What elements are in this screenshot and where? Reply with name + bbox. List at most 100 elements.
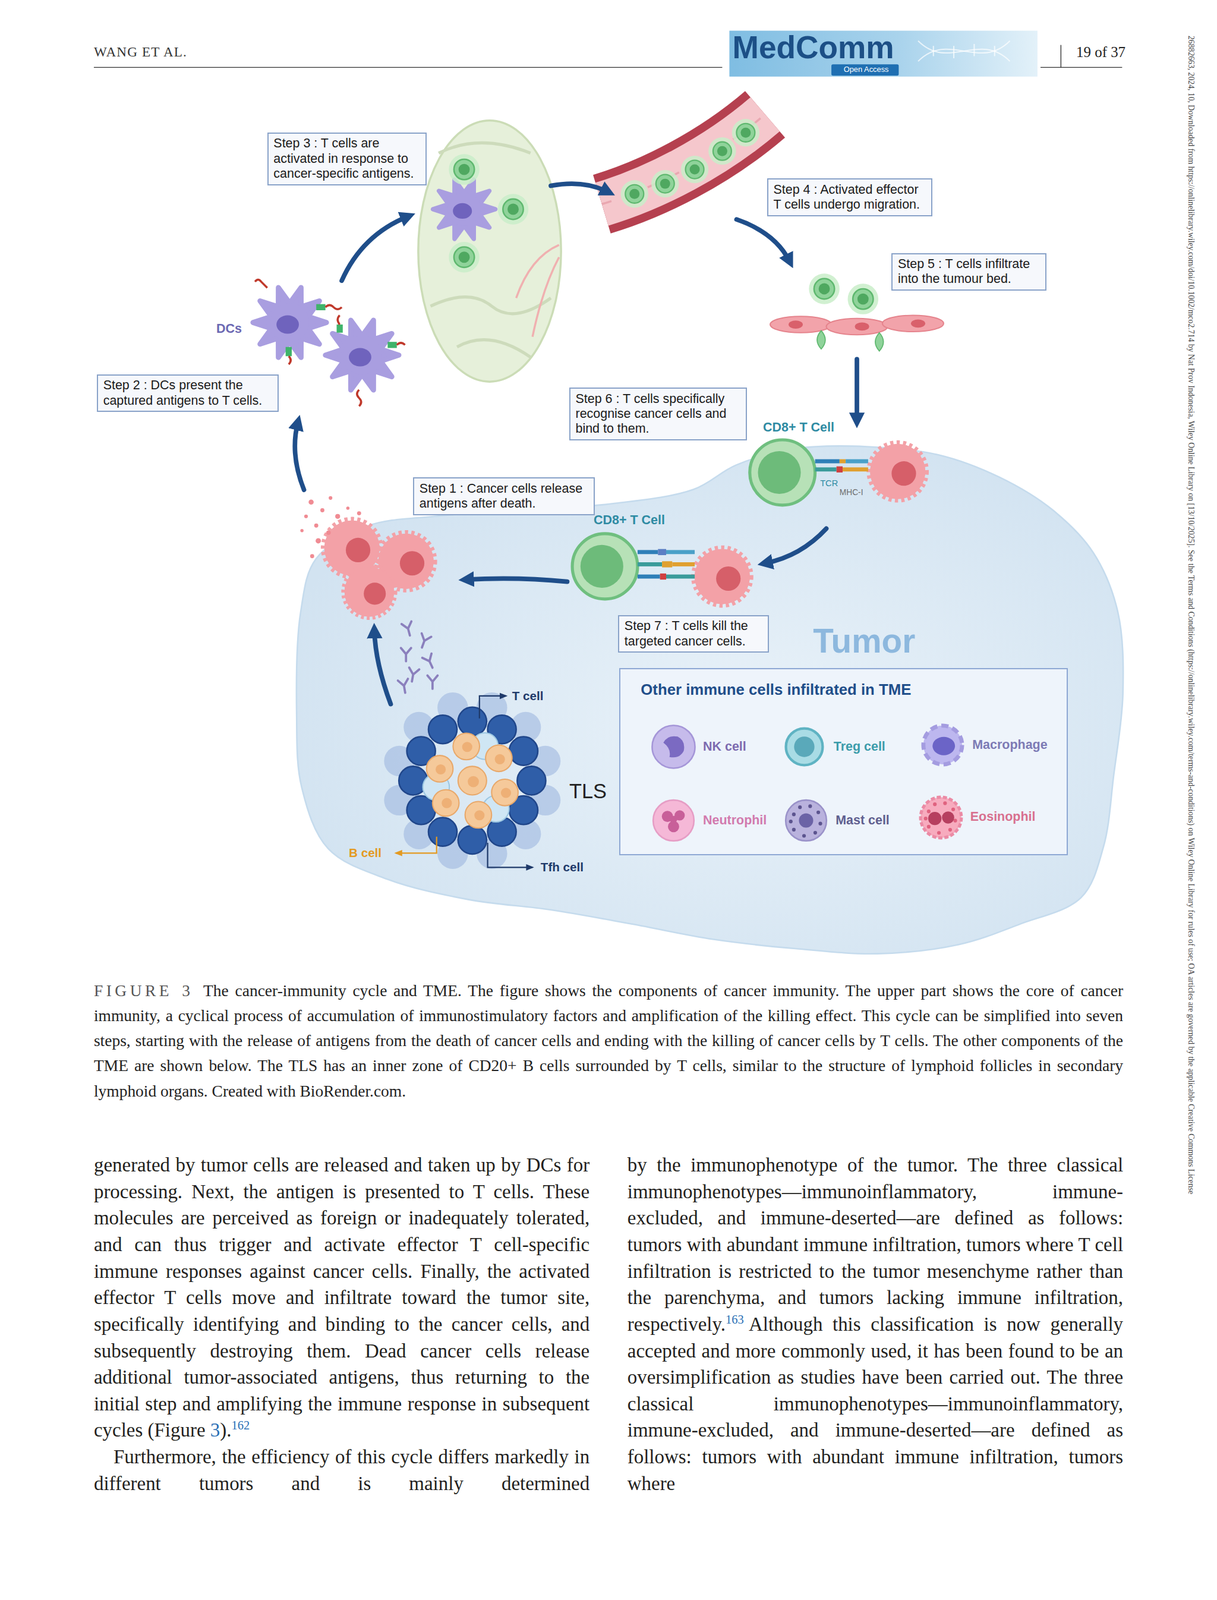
endothelium xyxy=(855,322,870,331)
panel-heading: Other immune cells infiltrated in TME xyxy=(620,669,1067,699)
label-holder: Open Access xyxy=(843,64,889,76)
t-cell-recognition xyxy=(815,459,840,464)
blood-vessel xyxy=(601,114,766,204)
body-text: ). xyxy=(219,1419,232,1441)
cell-type-item: Mast cell xyxy=(782,796,890,844)
header-rule xyxy=(1040,67,1122,68)
blood-vessel xyxy=(601,114,766,204)
tertiary-lymphoid-structure xyxy=(530,784,561,816)
receptor-label: TCR xyxy=(820,478,838,489)
page-number: 19 of 37 xyxy=(1076,43,1126,62)
leader-label: Tfh cell xyxy=(540,859,584,875)
leader-label: T cell xyxy=(512,688,544,703)
t-cell-killing xyxy=(694,549,750,605)
body-paragraph: by the immunophenotype of the tumor. The… xyxy=(627,1151,1124,1497)
logo-badge-text: Open Access xyxy=(843,64,889,76)
dying-cancer-cells xyxy=(314,523,319,528)
dendritic-cells xyxy=(316,304,326,311)
label-holder: CD8+ T Cell xyxy=(763,420,835,435)
tertiary-lymphoid-structure xyxy=(426,755,454,783)
journal-logo-text: MedComm xyxy=(732,31,895,63)
body-text: generated by tumor cells are released an… xyxy=(93,1154,590,1441)
t-cell-killing xyxy=(637,549,658,554)
t-cell-killing xyxy=(672,562,695,567)
dying-cancer-cells xyxy=(378,533,434,589)
tertiary-lymphoid-structure xyxy=(510,711,542,743)
t-cell-recognition xyxy=(749,439,926,506)
tertiary-lymphoid-structure xyxy=(510,818,542,850)
cell-type-item: Macrophage xyxy=(919,721,1048,769)
t-cell-killing xyxy=(660,573,667,580)
header-rule xyxy=(93,67,722,68)
t-cell-recognition xyxy=(815,467,837,472)
running-head: WANG ET AL. xyxy=(93,43,188,61)
cell-label: DCs xyxy=(216,321,242,337)
cell-type-label: NK cell xyxy=(702,739,747,755)
antibodies xyxy=(407,667,420,683)
lymph-node xyxy=(448,241,480,273)
cycle-arrows xyxy=(854,358,860,421)
tertiary-lymphoid-structure xyxy=(403,818,435,850)
t-cell-recognition xyxy=(839,459,846,464)
logo-helix xyxy=(918,41,1011,62)
figure-caption: The cancer-immunity cycle and TME. The f… xyxy=(93,981,1124,1100)
dying-cancer-cells xyxy=(300,496,361,558)
tertiary-lymphoid-structure xyxy=(432,789,460,817)
tertiary-lymphoid-structure xyxy=(383,745,415,777)
tertiary-lymphoid-structure xyxy=(423,773,450,801)
tertiary-lymphoid-structure xyxy=(474,809,485,821)
tertiary-lymphoid-structure xyxy=(407,736,436,766)
step-box: Step 3 : T cells are activated in respon… xyxy=(267,132,427,186)
antibodies xyxy=(401,620,415,637)
logo-helix xyxy=(918,41,1011,62)
tertiary-lymphoid-structure xyxy=(476,692,508,724)
tertiary-lymphoid-structure xyxy=(509,795,538,825)
tertiary-lymphoid-structure xyxy=(428,714,457,744)
label-holder: TCR xyxy=(820,478,838,489)
cell-icon xyxy=(780,723,828,771)
lymph-node xyxy=(430,142,551,358)
blood-vessel xyxy=(601,114,766,208)
endothelium xyxy=(910,319,926,328)
endothelium xyxy=(817,330,826,349)
tertiary-lymphoid-structure xyxy=(435,741,512,821)
cell-type-label: Treg cell xyxy=(833,739,886,755)
dying-cancer-cells xyxy=(357,511,362,516)
cell-label: CD8+ T Cell xyxy=(593,512,665,528)
cell-type-item: Eosinophil xyxy=(917,793,1036,841)
tertiary-lymphoid-structure xyxy=(491,779,519,806)
label-holder: DCs xyxy=(216,321,242,337)
text-column: by the immunophenotype of the tumor. The… xyxy=(627,1151,1124,1497)
cycle-arrows xyxy=(550,183,608,192)
body-text: Although this classification is now gene… xyxy=(627,1313,1124,1494)
cell-type-label: Mast cell xyxy=(835,812,890,829)
dendritic-cells xyxy=(325,320,400,391)
tumor-region: TumorStep 7 : T cells kill the targeted … xyxy=(293,444,1128,957)
step-text: Step 1 : Cancer cells release antigens a… xyxy=(419,481,589,512)
cycle-arrows xyxy=(466,578,568,582)
cycle-arrows xyxy=(736,219,790,261)
tumor-outline xyxy=(296,446,1124,954)
cycle-arrows xyxy=(374,630,391,705)
dendritic-cells xyxy=(254,279,268,288)
leader-lines xyxy=(487,842,534,867)
tertiary-lymphoid-structure xyxy=(383,784,415,816)
logo-helix xyxy=(918,41,1011,62)
cell-type-label: Neutrophil xyxy=(702,812,767,829)
antibodies xyxy=(417,633,432,650)
label-holder: MHC-I xyxy=(839,487,864,498)
cell-type-item: NK cell xyxy=(650,723,747,771)
lymph-node xyxy=(497,193,529,225)
t-cell-recognition xyxy=(845,459,869,464)
dying-cancer-cells xyxy=(310,553,315,558)
t-cell-recognition xyxy=(869,443,926,500)
lymph-node xyxy=(516,244,560,337)
blood-vessel xyxy=(620,180,649,208)
lymph-node xyxy=(448,153,480,185)
dying-cancer-cells xyxy=(308,499,314,505)
figure-reference: 3 xyxy=(210,1419,220,1441)
tertiary-lymphoid-structure xyxy=(471,732,499,760)
blood-vessel xyxy=(651,169,679,198)
